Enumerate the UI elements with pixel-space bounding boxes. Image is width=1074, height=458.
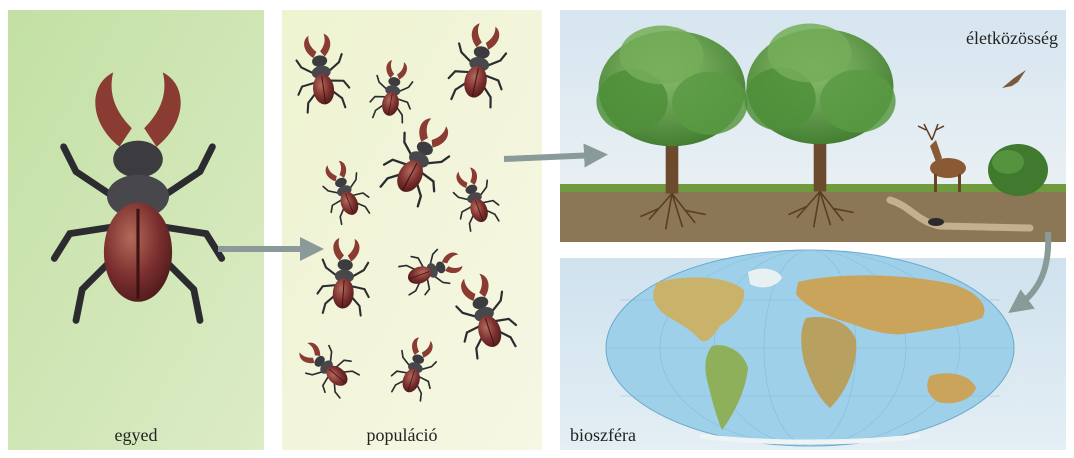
world-map [606,250,1014,446]
label-populacio: populáció [367,425,438,445]
panel-community: életközösség [560,10,1066,242]
soil [560,188,1066,242]
label-bioszfera: bioszféra [570,425,636,445]
label-egyed: egyed [115,425,158,445]
panel-population: populáció [282,10,542,450]
panel-biosphere: bioszféra [560,250,1066,450]
panel-individual: egyed [8,10,264,450]
label-eletkozosseg: életközösség [966,28,1058,48]
grass-strip [560,184,1066,192]
bush [988,144,1048,196]
arrow-population-to-community [504,155,596,159]
